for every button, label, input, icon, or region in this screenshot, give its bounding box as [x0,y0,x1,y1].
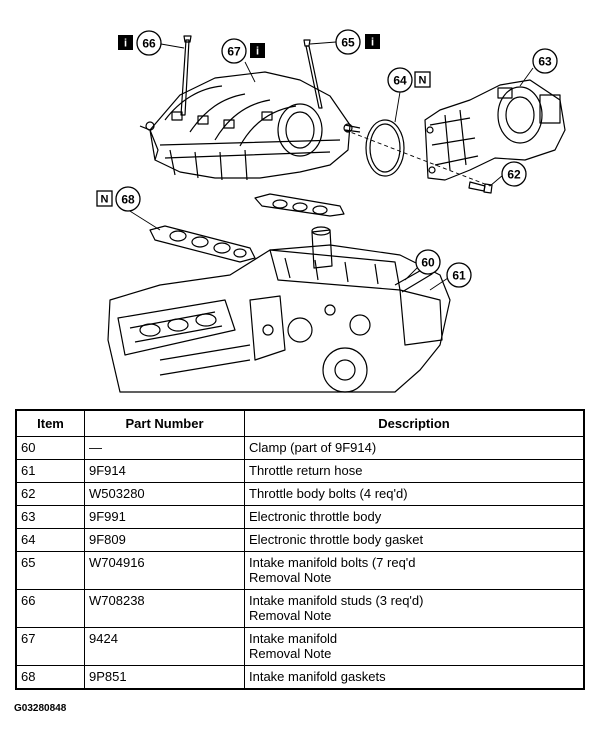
intake-gasket-upper-drawing [254,193,345,217]
intake-manifold-gasket-drawing [149,225,256,263]
exploded-diagram: 66 67 65 64 63 62 68 60 61 i i [96,29,566,393]
throttle-body-bolt-drawing [468,181,493,194]
callout-64: 64 [387,67,413,93]
figure-code: G03280848 [14,703,67,714]
svg-text:68: 68 [121,193,135,207]
header-part-number: Part Number [84,409,245,437]
svg-text:i: i [371,37,374,49]
engine-block-drawing [107,226,451,393]
callout-65: 65 [335,29,361,55]
svg-text:67: 67 [227,45,241,59]
table-row: 66 W708238 Intake manifold studs (3 req'… [15,589,585,628]
svg-text:61: 61 [452,269,466,283]
removal-note: Removal Note [249,646,332,661]
cell-item: 63 [15,505,85,529]
cell-part-number: 9F991 [84,505,245,529]
cell-description: Intake manifold gaskets [244,665,585,690]
svg-text:i: i [256,46,259,58]
svg-text:N: N [419,75,427,87]
parts-table: Item Part Number Description 60 — Clamp … [15,409,585,690]
removal-note: Removal Note [249,570,332,585]
description-text: Clamp (part of 9F914) [249,440,377,455]
header-description: Description [244,409,585,437]
description-text: Intake manifold bolts (7 req'd [249,555,416,570]
intake-manifold-stud-drawing [180,35,192,116]
callout-62: 62 [501,161,527,187]
header-item: Item [15,409,85,437]
description-text: Electronic throttle body [249,509,382,524]
description-text: Intake manifold [249,631,338,646]
throttle-body-gasket-drawing [365,119,405,177]
cell-item: 61 [15,459,85,483]
svg-text:66: 66 [142,37,156,51]
description-text: Throttle body bolts (4 req'd) [249,486,408,501]
table-row: 61 9F914 Throttle return hose [15,459,585,483]
svg-text:65: 65 [341,36,355,50]
table-row: 65 W704916 Intake manifold bolts (7 req'… [15,551,585,590]
cell-part-number: — [84,436,245,460]
info-badge-65: i [365,34,380,49]
cell-description: Electronic throttle body [244,505,585,529]
callout-61: 61 [446,262,472,288]
electronic-throttle-body-drawing [424,79,566,181]
table-header-row: Item Part Number Description [15,409,585,437]
cell-part-number: W704916 [84,551,245,590]
cell-item: 66 [15,589,85,628]
callout-60: 60 [415,249,441,275]
removal-note: Removal Note [249,608,332,623]
cell-item: 62 [15,482,85,506]
cell-description: Clamp (part of 9F914) [244,436,585,460]
description-text: Intake manifold studs (3 req'd) [249,593,424,608]
cell-description: Throttle return hose [244,459,585,483]
svg-text:60: 60 [421,256,435,270]
table-row: 60 — Clamp (part of 9F914) [15,436,585,460]
table-row: 63 9F991 Electronic throttle body [15,505,585,529]
cell-description: Intake manifold studs (3 req'd)Removal N… [244,589,585,628]
leader-lines [124,41,534,291]
description-text: Electronic throttle body gasket [249,532,424,547]
info-badge-66: i [118,35,133,50]
description-text: Throttle return hose [249,463,363,478]
callout-68: 68 [115,186,141,212]
svg-text:i: i [124,38,127,50]
svg-text:62: 62 [507,168,521,182]
cell-item: 68 [15,665,85,690]
cell-item: 67 [15,627,85,666]
intake-manifold-drawing [139,71,361,181]
cell-description: Electronic throttle body gasket [244,528,585,552]
cell-description: Throttle body bolts (4 req'd) [244,482,585,506]
svg-text:64: 64 [393,74,407,88]
cell-item: 64 [15,528,85,552]
table-row: 62 W503280 Throttle body bolts (4 req'd) [15,482,585,506]
callout-63: 63 [532,48,558,74]
cell-part-number: W708238 [84,589,245,628]
cell-item: 60 [15,436,85,460]
svg-text:N: N [101,194,109,206]
svg-text:63: 63 [538,55,552,69]
description-text: Intake manifold gaskets [249,669,386,684]
new-badge-68: N [96,190,113,207]
cell-part-number: 9424 [84,627,245,666]
cell-part-number: W503280 [84,482,245,506]
callout-67: 67 [221,38,247,64]
cell-part-number: 9F914 [84,459,245,483]
new-badge-64: N [414,71,431,88]
cell-part-number: 9P851 [84,665,245,690]
cell-item: 65 [15,551,85,590]
info-badge-67: i [250,43,265,58]
table-row: 68 9P851 Intake manifold gaskets [15,665,585,690]
cell-part-number: 9F809 [84,528,245,552]
intake-manifold-bolt-drawing [303,39,323,109]
table-row: 64 9F809 Electronic throttle body gasket [15,528,585,552]
callout-66: 66 [136,30,162,56]
